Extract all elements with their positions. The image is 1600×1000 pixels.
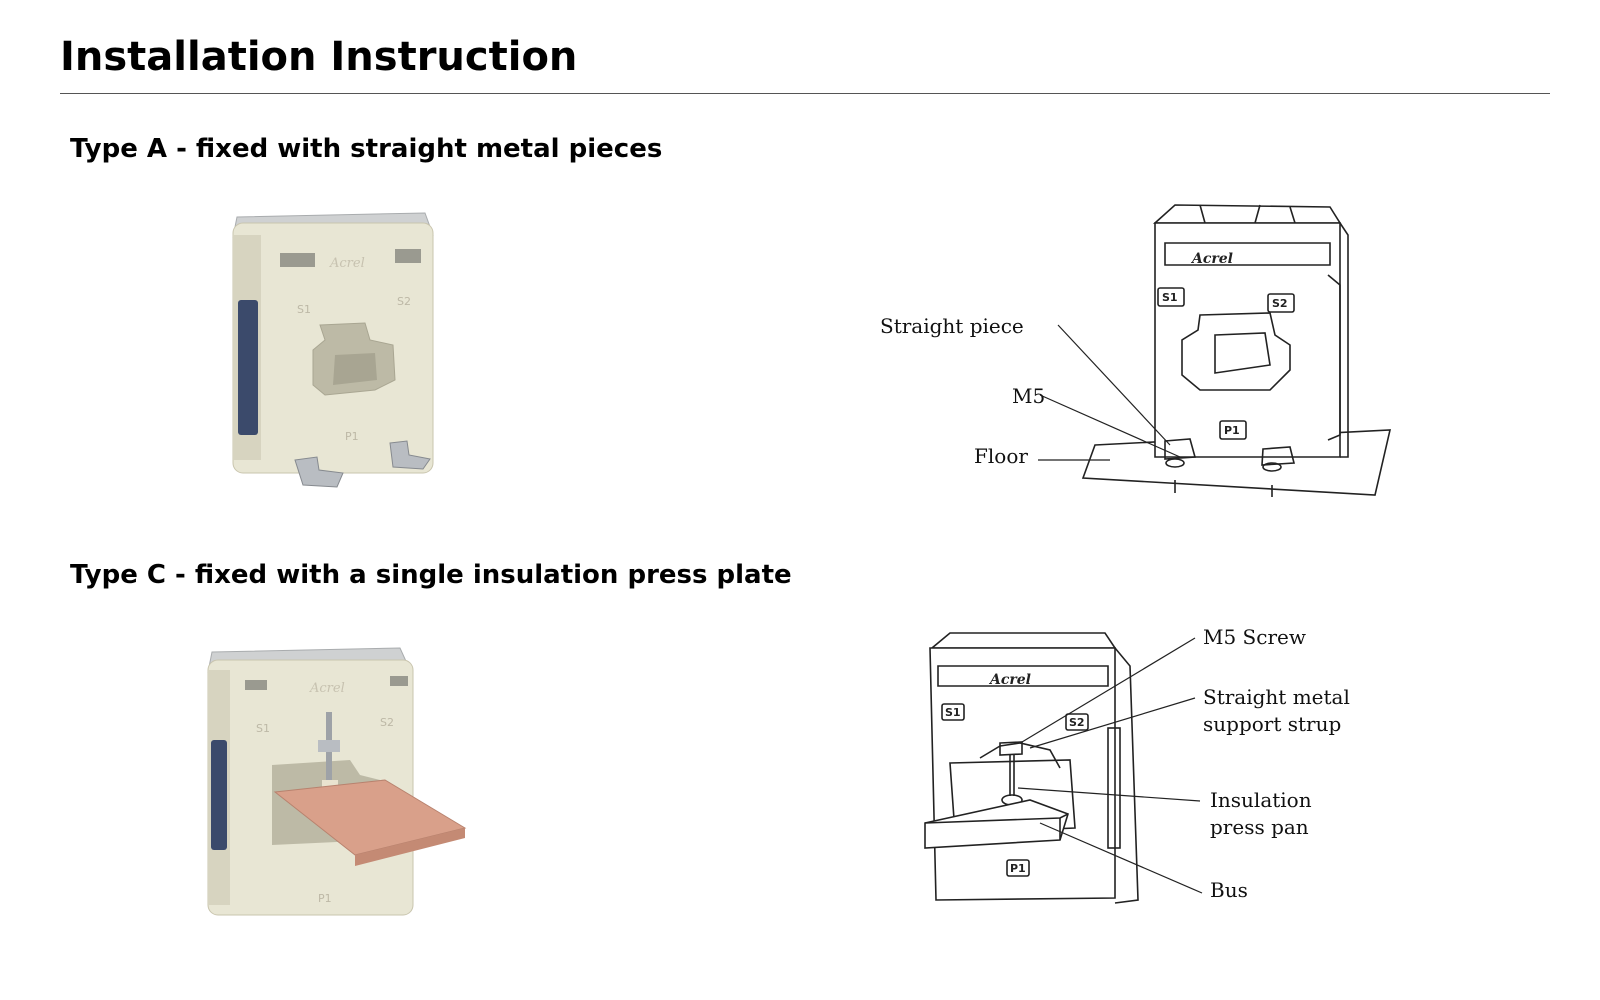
type-c-leader-bus: [1039, 822, 1203, 894]
type-c-photo-mark-p1: P1: [318, 892, 332, 905]
type-c-photo-m5-screw: [326, 712, 332, 802]
type-a-photo-metal-foot-right: [389, 440, 431, 470]
type-c-leader-m5-screw: [1021, 637, 1196, 743]
type-c-callout-m5-screw: M5 Screw: [1203, 625, 1306, 649]
type-a-callout-m5: M5: [1012, 384, 1045, 408]
type-c-diagram-mark-s1: S1: [945, 706, 961, 719]
type-a-diagram-mark-s2: S2: [1272, 297, 1288, 310]
type-c-photo-mark-s1: S1: [256, 722, 270, 735]
type-a-photo-mark-p1: P1: [345, 430, 359, 443]
type-c-leader-press-pan: [1017, 787, 1201, 802]
type-c-photo-brand: Acrel: [309, 681, 345, 696]
type-c-callout-strap-line2: support strup: [1203, 712, 1341, 736]
type-c-heading: Type C - fixed with a single insulation …: [70, 560, 792, 590]
type-c-callout-pan-line2: press pan: [1210, 815, 1309, 839]
type-a-product-photo: Acrel S1 S2 P1: [232, 212, 434, 488]
type-c-diagram-bus-bar: [924, 799, 1069, 849]
type-c-callout-pan-line1: Insulation: [1210, 788, 1312, 812]
type-c-diagram-mark-s2: S2: [1069, 716, 1085, 729]
type-a-photo-brand: Acrel: [329, 256, 365, 271]
type-a-heading: Type A - fixed with straight metal piece…: [70, 134, 663, 164]
type-a-leader-m5: [1039, 394, 1181, 458]
type-a-leader-straight-piece: [1057, 324, 1171, 446]
type-a-diagram-mark-s1: S1: [1162, 291, 1178, 304]
type-a-diagram-brand: Acrel: [1190, 251, 1233, 267]
type-c-diagram-brand: Acrel: [988, 672, 1031, 688]
type-c-callout-strap-line1: Straight metal: [1203, 685, 1350, 709]
page-title: Installation Instruction: [60, 34, 578, 80]
type-a-diagram-mark-p1: P1: [1224, 424, 1240, 437]
type-c-product-photo: Acrel S1 S2 P1: [207, 647, 467, 916]
type-c-callout-bus: Bus: [1210, 878, 1248, 902]
type-a-photo-mark-s2: S2: [397, 295, 411, 308]
type-a-callout-floor: Floor: [974, 444, 1028, 468]
type-c-leader-strap: [1029, 697, 1196, 749]
type-c-diagram-mark-p1: P1: [1010, 862, 1026, 875]
type-a-callout-straight-piece: Straight piece: [880, 314, 1024, 338]
title-divider: [60, 93, 1550, 94]
type-c-photo-mark-s2: S2: [380, 716, 394, 729]
type-c-diagram: Acrel S1 S2 P1 M5 Screw Straight metal s…: [924, 625, 1350, 904]
type-a-diagram: Acrel S1 S2 P1 Straight piece M5 Floor: [880, 204, 1392, 497]
type-a-photo-mark-s1: S1: [297, 303, 311, 316]
type-a-photo-metal-foot-left: [294, 456, 344, 488]
